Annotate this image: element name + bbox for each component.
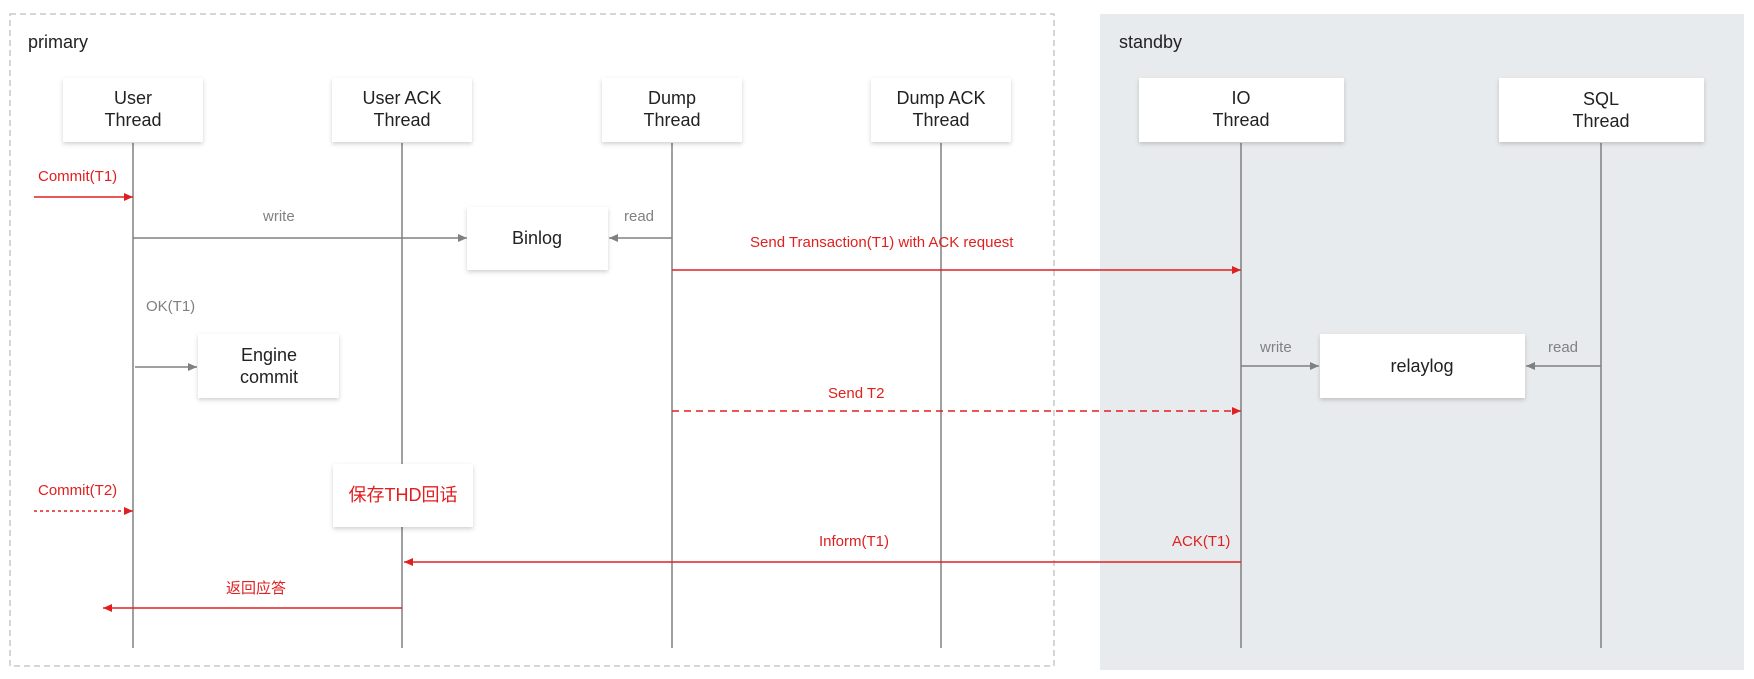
relaylog-box: relaylog — [1320, 334, 1525, 398]
primary-label: primary — [28, 32, 88, 52]
label-ack-t1: ACK(T1) — [1172, 533, 1230, 550]
svg-text:Thread: Thread — [1212, 110, 1269, 130]
label-read-relaylog: read — [1548, 339, 1578, 356]
label-read-binlog: read — [624, 208, 654, 225]
label-commit-t2: Commit(T2) — [38, 482, 117, 499]
participant-dump-ack-thread: Dump ACK Thread — [871, 78, 1011, 142]
primary-region — [9, 13, 1055, 667]
participant-sql-thread: SQL Thread — [1499, 78, 1704, 142]
svg-text:Engine: Engine — [241, 345, 297, 365]
label-reply: 返回应答 — [226, 579, 286, 597]
svg-text:保存THD回话: 保存THD回话 — [349, 485, 458, 505]
svg-text:Thread: Thread — [373, 110, 430, 130]
label-write-relaylog: write — [1259, 339, 1292, 356]
svg-text:User: User — [114, 88, 152, 108]
svg-text:Thread: Thread — [104, 110, 161, 130]
standby-label: standby — [1119, 32, 1182, 52]
participant-io-thread: IO Thread — [1139, 78, 1344, 142]
svg-text:relaylog: relaylog — [1390, 356, 1453, 376]
save-thd-box: 保存THD回话 — [333, 464, 473, 527]
svg-text:Binlog: Binlog — [512, 228, 562, 248]
svg-text:commit: commit — [240, 367, 298, 387]
label-ok-t1: OK(T1) — [146, 298, 195, 315]
label-send-t1: Send Transaction(T1) with ACK request — [750, 234, 1014, 251]
label-commit-t1: Commit(T1) — [38, 168, 117, 185]
participant-user-ack-thread: User ACK Thread — [332, 78, 472, 142]
participant-dump-thread: Dump Thread — [602, 78, 742, 142]
svg-text:User ACK: User ACK — [362, 88, 441, 108]
svg-text:IO: IO — [1231, 88, 1250, 108]
participant-user-thread: User Thread — [63, 78, 203, 142]
binlog-box: Binlog — [467, 207, 608, 270]
svg-text:SQL: SQL — [1583, 89, 1619, 109]
label-inform-t1: Inform(T1) — [819, 533, 889, 550]
svg-text:Thread: Thread — [912, 110, 969, 130]
svg-text:Dump: Dump — [648, 88, 696, 108]
label-send-t2: Send T2 — [828, 385, 884, 402]
label-write-binlog: write — [262, 208, 295, 225]
engine-commit-box: Engine commit — [198, 334, 339, 398]
svg-text:Thread: Thread — [643, 110, 700, 130]
svg-text:Thread: Thread — [1572, 111, 1629, 131]
svg-text:Dump ACK: Dump ACK — [896, 88, 985, 108]
